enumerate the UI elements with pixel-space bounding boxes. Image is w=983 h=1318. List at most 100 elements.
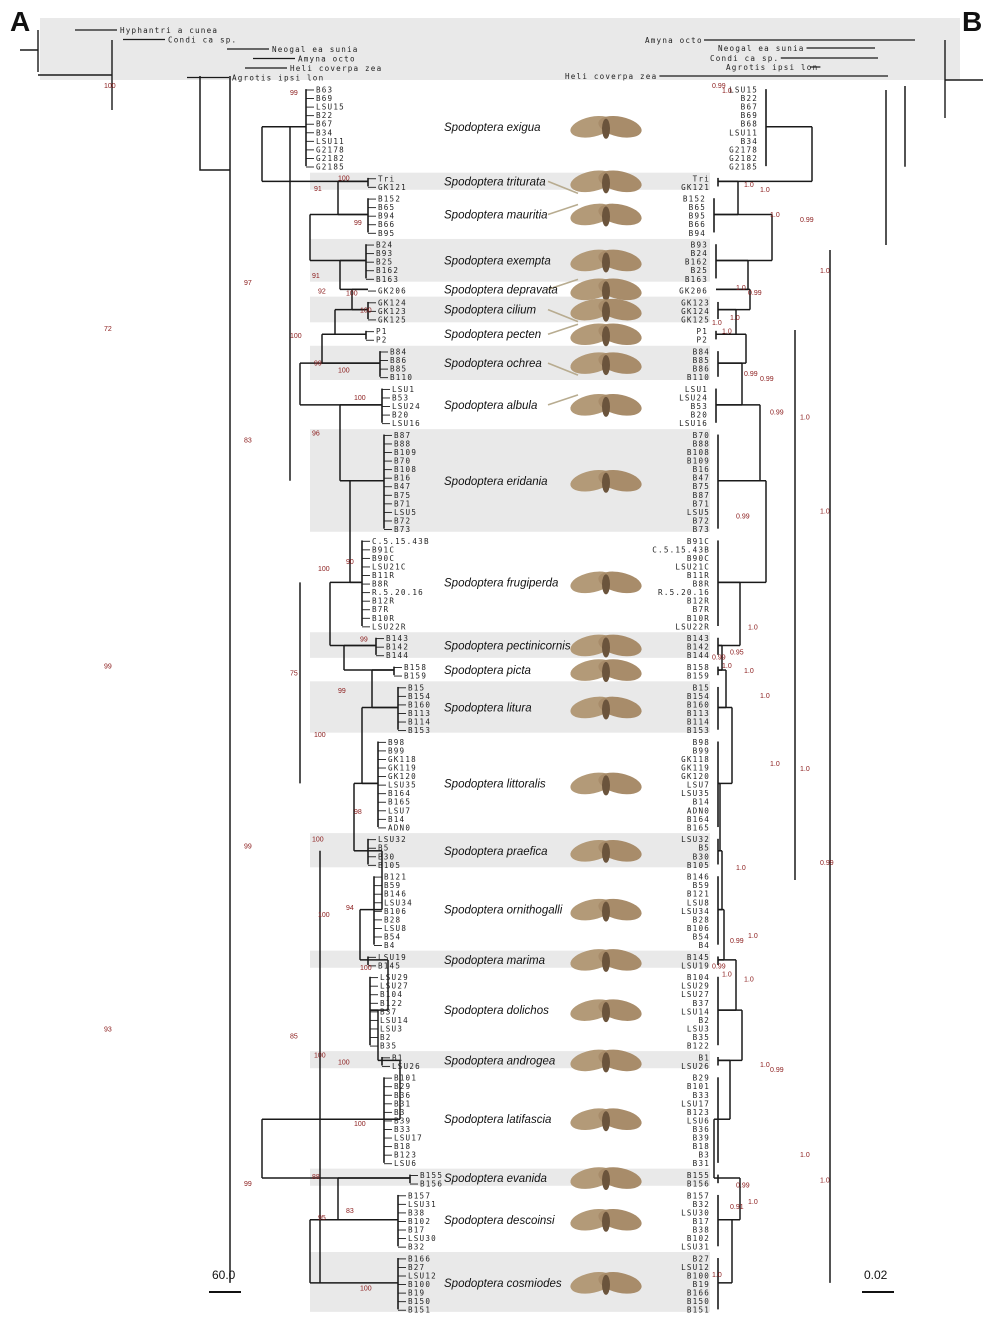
outgroup-label-right: Heli coverpa zea: [565, 72, 657, 81]
moth-body: [602, 302, 610, 322]
tip-label-left: LSU22R: [372, 622, 407, 631]
scale-bar-right: [862, 1291, 894, 1293]
tip-label-right: B105: [687, 861, 710, 870]
support-value-right: 1.0: [744, 182, 754, 189]
tip-label-left: GK125: [378, 315, 407, 324]
outgroup-root-left: [20, 30, 38, 72]
support-value-right: 1.0: [770, 761, 780, 768]
outgroup-label-right: Neogal ea sunia: [718, 44, 805, 53]
species-label: Spodoptera picta: [444, 665, 531, 677]
support-value-right: 1.0: [760, 1062, 770, 1069]
support-value-left: 100: [346, 290, 358, 297]
support-value-right: 1.0: [820, 268, 830, 275]
species-label: Spodoptera latifascia: [444, 1114, 551, 1126]
root-link-left: [200, 76, 230, 170]
support-value-right: 0.99: [730, 938, 744, 945]
moth-image: [568, 320, 643, 349]
tip-label-right: GK121: [681, 183, 710, 192]
tip-label-right: B73: [693, 525, 710, 534]
moth-image: [568, 167, 643, 196]
support-value-right: 1.0: [712, 1272, 722, 1279]
tip-label-left: B153: [408, 726, 431, 735]
support-value-right: 1.0: [820, 1177, 830, 1184]
outgroup-label-left: Hyphantri a cunea: [120, 26, 218, 35]
outgroup-label-right: Condi ca sp.: [710, 54, 779, 63]
tip-label-right: B156: [687, 1180, 710, 1189]
moth-body: [602, 1111, 610, 1131]
tip-label-left: B73: [394, 525, 411, 534]
species-label: Spodoptera frugiperda: [444, 577, 558, 589]
tip-label-right: P2: [696, 336, 708, 345]
species-label: Spodoptera eridania: [444, 476, 548, 488]
outgroup-label-right: Agrotis ipsi lon: [726, 63, 818, 72]
tip-label-right: B151: [687, 1306, 710, 1315]
support-value-left: 99: [314, 361, 322, 368]
support-value-right: 0.99: [820, 860, 834, 867]
support-value-left: 96: [312, 431, 320, 438]
support-value-right: 0.99: [800, 217, 814, 224]
tip-label-left: B145: [378, 961, 401, 970]
moth-body: [602, 397, 610, 417]
support-value-left: 91: [314, 186, 322, 193]
tip-label-right: B159: [687, 672, 710, 681]
tip-label-right: B165: [687, 823, 710, 832]
support-value-left: 72: [104, 326, 112, 333]
support-value-right: 1.0: [800, 1152, 810, 1159]
outgroup-label-left: Amyna octo: [298, 55, 356, 64]
tip-label-right: B153: [687, 726, 710, 735]
support-value-right: 1.0: [722, 88, 732, 95]
support-value-right: 1.0: [722, 663, 732, 670]
moth-image: [568, 390, 643, 419]
species-label: Spodoptera ornithogalli: [444, 905, 563, 917]
moth-image: [568, 996, 643, 1025]
support-value-right: 1.0: [736, 865, 746, 872]
moth-image: [568, 656, 643, 685]
species-label: Spodoptera dolichos: [444, 1005, 549, 1017]
support-value-left: 99: [244, 844, 252, 851]
support-value-left: 100: [318, 912, 330, 919]
support-value-right: 0.91: [730, 1204, 744, 1211]
species-label: Spodoptera litura: [444, 702, 532, 714]
tip-label-left: B110: [390, 373, 413, 382]
support-value-left: 85: [290, 1034, 298, 1041]
species-label: Spodoptera cosmiodes: [444, 1278, 562, 1290]
tip-label-right: B163: [685, 275, 708, 284]
moth-body: [602, 173, 610, 193]
outgroup-label-left: Condi ca sp.: [168, 36, 237, 45]
outgroup-label-left: Heli coverpa zea: [290, 64, 382, 73]
support-value-right: 1.0: [744, 668, 754, 675]
moth-image: [568, 568, 643, 597]
moth-body: [602, 206, 610, 226]
support-value-right: 1.0: [800, 766, 810, 773]
support-value-left: 99: [290, 90, 298, 97]
moth-image: [568, 200, 643, 229]
tip-label-left: B163: [376, 275, 399, 284]
species-label: Spodoptera mauritia: [444, 209, 548, 221]
scale-bar-left: [209, 1291, 241, 1293]
species-label: Spodoptera triturata: [444, 176, 546, 188]
moth-image: [568, 1046, 643, 1075]
support-value-left: 100: [338, 1059, 350, 1066]
support-value-left: 100: [312, 837, 324, 844]
support-value-right: 0.95: [730, 650, 744, 657]
support-value-right: 1.0: [744, 977, 754, 984]
tip-label-right: B110: [687, 373, 710, 382]
support-value-right: 0.99: [736, 1182, 750, 1189]
moth-image: [568, 1164, 643, 1193]
tip-label-left: B105: [378, 861, 401, 870]
moth-body: [602, 574, 610, 594]
support-value-right: 0.99: [736, 513, 750, 520]
tip-label-left: ADN0: [388, 823, 411, 832]
moth-body: [602, 775, 610, 795]
species-label: Spodoptera exempta: [444, 255, 551, 267]
support-value-left: 93: [104, 1027, 112, 1034]
tip-label-right: LSU31: [681, 1243, 710, 1252]
support-value-left: 83: [346, 1208, 354, 1215]
support-value-right: 1.0: [800, 415, 810, 422]
species-label: Spodoptera descoinsi: [444, 1215, 555, 1227]
tip-label-right: LSU26: [681, 1062, 710, 1071]
moth-image: [568, 946, 643, 975]
support-value-right: 1.0: [820, 508, 830, 515]
tip-label-right: LSU22R: [675, 622, 710, 631]
